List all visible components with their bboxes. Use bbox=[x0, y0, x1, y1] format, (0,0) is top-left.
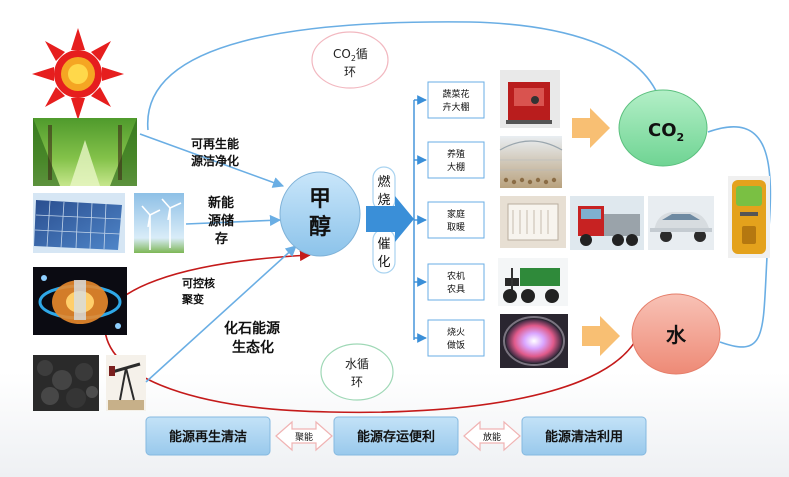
use-machinery-line1: 农机 bbox=[447, 270, 465, 282]
livestock-house-image bbox=[499, 136, 563, 188]
co2-output-sub: 2 bbox=[677, 131, 685, 144]
nuclear-label-2: 聚变 bbox=[181, 292, 204, 306]
nuclear-label: 可控核 聚变 bbox=[181, 276, 215, 306]
use-cooking-line2: 做饭 bbox=[447, 339, 465, 351]
catalysis-capsule: 催 化 bbox=[372, 228, 396, 274]
arrow-release-energy-label: 放能 bbox=[483, 431, 501, 443]
fossil-label-1: 化石能源 bbox=[224, 320, 280, 337]
newenergy-label-3: 存 bbox=[215, 231, 228, 247]
renewable-label: 可再生能 源洁净化 bbox=[191, 136, 239, 168]
greenhouse-machine-image bbox=[500, 70, 560, 128]
methanol-char-1: 甲 bbox=[309, 187, 331, 212]
co2-cycle-line bbox=[147, 21, 661, 131]
fossil-label-2: 生态化 bbox=[232, 339, 274, 356]
co2-cycle-text-2: 环 bbox=[344, 65, 356, 79]
fossil-label: 化石能源 生态化 bbox=[224, 320, 280, 356]
use-greenhouse-line2: 卉大棚 bbox=[442, 101, 469, 113]
co2-cycle-sub: 2 bbox=[351, 54, 356, 63]
co2-output-bubble: CO2 bbox=[618, 89, 708, 167]
use-cooking-box: 烧火 做饭 bbox=[427, 319, 485, 357]
co2-cycle-text: CO bbox=[333, 47, 351, 61]
newenergy-label: 新能 源储 存 bbox=[208, 195, 234, 247]
water-output-bubble: 水 bbox=[631, 293, 721, 375]
combustion-capsule: 燃 烧 bbox=[372, 166, 396, 212]
newenergy-arrow bbox=[185, 214, 282, 227]
newenergy-label-1: 新能 bbox=[208, 195, 234, 211]
wind-turbine-image bbox=[134, 193, 184, 253]
tricycle-image bbox=[498, 258, 568, 306]
truck-image bbox=[570, 196, 644, 250]
catalysis-char-1: 催 bbox=[377, 237, 390, 252]
charging-station-image bbox=[728, 176, 770, 258]
combustion-char-1: 燃 bbox=[377, 174, 390, 190]
use-heating-line1: 家庭 bbox=[447, 208, 465, 220]
arrow-release-energy: 放能 bbox=[463, 420, 521, 452]
fossil-arrow bbox=[145, 245, 297, 383]
use-livestock-line2: 大棚 bbox=[447, 161, 465, 173]
nuclear-label-1: 可控核 bbox=[182, 276, 215, 290]
to-co2-arrow bbox=[572, 108, 610, 148]
use-greenhouse-box: 蔬菜花 卉大棚 bbox=[427, 81, 485, 119]
co2-output-text: CO bbox=[648, 120, 677, 141]
water-output-text: 水 bbox=[666, 323, 687, 347]
fusion-reactor-image bbox=[33, 267, 127, 335]
use-machinery-box: 农机 农具 bbox=[427, 263, 485, 301]
arrow-gather-energy: 聚能 bbox=[275, 420, 333, 452]
stove-flame-image bbox=[500, 314, 568, 368]
box-clean-use-label: 能源清洁利用 bbox=[545, 429, 623, 445]
newenergy-label-2: 源储 bbox=[208, 213, 234, 229]
combustion-char-2: 烧 bbox=[377, 193, 390, 208]
box-renewable-clean-label: 能源再生清洁 bbox=[169, 429, 247, 445]
renewable-label-1: 可再生能 bbox=[191, 136, 239, 151]
box-renewable-clean: 能源再生清洁 bbox=[145, 416, 271, 456]
svg-text:CO2循: CO2循 bbox=[333, 47, 368, 63]
forest-image bbox=[33, 118, 137, 186]
water-cycle-line bbox=[104, 249, 637, 414]
use-livestock-box: 养殖 大棚 bbox=[427, 141, 485, 179]
sun-icon bbox=[32, 28, 124, 120]
methanol-char-2: 醇 bbox=[309, 214, 331, 240]
svg-text:CO2: CO2 bbox=[648, 120, 684, 144]
co2-cycle-bubble: CO2循 环 bbox=[311, 31, 389, 89]
solar-panel-image bbox=[33, 193, 125, 253]
use-heating-box: 家庭 取暖 bbox=[427, 201, 485, 239]
use-greenhouse-line1: 蔬菜花 bbox=[442, 88, 469, 100]
catalysis-char-2: 化 bbox=[377, 255, 390, 270]
methanol-bubble: 甲 醇 bbox=[279, 171, 361, 257]
oil-pump-image bbox=[106, 355, 146, 411]
box-clean-use: 能源清洁利用 bbox=[521, 416, 647, 456]
renewable-arrow bbox=[139, 133, 285, 188]
water-cycle-text-1: 水循 bbox=[345, 357, 369, 371]
box-storage-transport: 能源存运便利 bbox=[333, 416, 459, 456]
co2-cycle-text-b: 循 bbox=[356, 47, 368, 61]
heater-image bbox=[500, 196, 566, 248]
box-storage-transport-label: 能源存运便利 bbox=[357, 429, 435, 445]
use-machinery-line2: 农具 bbox=[447, 283, 465, 295]
renewable-label-2: 源洁净化 bbox=[191, 153, 239, 168]
use-cooking-line1: 烧火 bbox=[447, 326, 465, 338]
to-water-arrow bbox=[582, 316, 620, 356]
arrow-gather-energy-label: 聚能 bbox=[295, 431, 313, 443]
distribution-bracket bbox=[413, 95, 427, 343]
use-livestock-line1: 养殖 bbox=[447, 148, 465, 160]
water-cycle-text-2: 环 bbox=[351, 375, 363, 389]
coal-image bbox=[33, 355, 99, 411]
process-arrow bbox=[366, 196, 414, 242]
use-heating-line2: 取暖 bbox=[447, 221, 465, 233]
water-cycle-bubble: 水循 环 bbox=[320, 343, 394, 401]
car-image bbox=[648, 196, 714, 250]
